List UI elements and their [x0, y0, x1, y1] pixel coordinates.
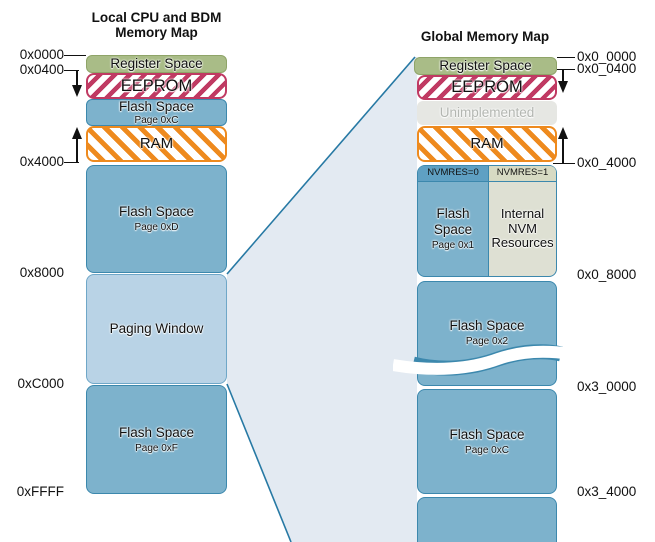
- address-label-0x0400: 0x0400: [19, 62, 64, 77]
- address-label-0x0_4000: 0x0_4000: [577, 155, 637, 170]
- flash-space-0xC-block-global: Flash Space Page 0xC: [417, 389, 557, 494]
- ram-block-local: RAM: [86, 126, 227, 162]
- left-map-title-line2: Memory Map: [115, 25, 198, 40]
- nvmres0-header-label: NVMRES=0: [427, 167, 479, 179]
- address-label-0x3_0000: 0x3_0000: [577, 379, 637, 394]
- tick-line: [557, 57, 575, 58]
- unimplemented-label: Unimplemented: [439, 105, 535, 121]
- left-map-title: Local CPU and BDM Memory Map: [78, 10, 235, 40]
- ram-block-global: RAM: [417, 126, 557, 162]
- address-label-0xFFFF: 0xFFFF: [16, 484, 64, 499]
- flash-space-label: Flash Space: [433, 206, 473, 237]
- address-label-0xC000: 0xC000: [17, 376, 64, 391]
- flash-page-label: Page 0xD: [134, 222, 179, 234]
- address-label-0x4000: 0x4000: [19, 154, 64, 169]
- flash-space-partial-block: [417, 497, 557, 542]
- eeprom-block-global: EEPROM: [417, 75, 557, 100]
- tick-line: [553, 163, 575, 164]
- up-arrow-stem: [76, 139, 78, 162]
- unimplemented-block: Unimplemented: [417, 101, 557, 125]
- down-arrow-stem: [76, 70, 78, 85]
- nvmres0-panel: NVMRES=0 Flash Space Page 0x1: [417, 165, 489, 277]
- flash-page-label: Page 0xF: [135, 442, 178, 454]
- funnel-fill-shape: [227, 57, 417, 542]
- address-label-0x0_8000: 0x0_8000: [577, 267, 637, 282]
- right-map-title-text: Global Memory Map: [420, 29, 550, 44]
- tick-line: [64, 55, 86, 56]
- register-space-label: Register Space: [110, 56, 203, 72]
- flash-space-0xF-block-local: Flash Space Page 0xF: [86, 385, 227, 494]
- flash-space-label: Flash Space: [118, 424, 195, 440]
- flash-space-label: Flash Space: [449, 318, 525, 333]
- ram-label: RAM: [139, 134, 174, 152]
- down-arrow-icon: [558, 81, 568, 93]
- right-map-title: Global Memory Map: [410, 29, 560, 44]
- up-arrow-stem: [562, 139, 564, 163]
- down-arrow-stem: [562, 69, 564, 81]
- flash-space-0xC-block-local: Flash Space Page 0xC: [86, 99, 227, 126]
- tick-line: [64, 162, 79, 163]
- nvmres1-header: NVMRES=1: [489, 166, 556, 182]
- flash-space-label: Flash Space: [118, 98, 195, 114]
- flash-space-label: Flash Space: [118, 204, 195, 220]
- address-label-0x3_4000: 0x3_4000: [577, 484, 637, 499]
- address-label-0x0_0000: 0x0_0000: [577, 49, 637, 64]
- flash-space-0x2-block-global: Flash Space Page 0x2: [417, 281, 557, 386]
- address-label-0x0_0400: 0x0_0400: [577, 61, 637, 76]
- funnel-bottom-line: [226, 383, 292, 542]
- flash-page-label: Page 0x2: [465, 336, 509, 348]
- up-arrow-icon: [72, 127, 82, 139]
- internal-nvm-resources-block: Internal NVM Resources: [489, 182, 556, 276]
- nvmres1-panel: NVMRES=1 Internal NVM Resources: [489, 165, 557, 277]
- left-map-title-line1: Local CPU and BDM: [91, 10, 222, 25]
- nvmres0-header: NVMRES=0: [418, 166, 488, 182]
- paging-window-block: Paging Window: [86, 274, 227, 384]
- flash-page-label: Page 0xC: [134, 114, 179, 126]
- flash-page-label: Page 0x1: [431, 240, 475, 252]
- flash-space-label: Flash Space: [449, 426, 525, 442]
- flash-space-0x1-block: Flash Space Page 0x1: [418, 182, 488, 276]
- register-space-label: Register Space: [439, 58, 532, 74]
- flash-space-0xD-block-local: Flash Space Page 0xD: [86, 165, 227, 273]
- funnel-top-line: [226, 56, 416, 275]
- paging-window-label: Paging Window: [109, 321, 204, 337]
- tick-line: [557, 69, 575, 70]
- nvmres1-header-label: NVMRES=1: [496, 167, 549, 179]
- tick-line: [64, 70, 79, 71]
- register-space-block-local: Register Space: [86, 55, 227, 73]
- eeprom-label: EEPROM: [120, 76, 193, 95]
- address-label-0x0000: 0x0000: [19, 47, 64, 62]
- eeprom-block-local: EEPROM: [86, 73, 227, 99]
- flash-page-label: Page 0xC: [465, 444, 509, 456]
- eeprom-label: EEPROM: [451, 78, 523, 97]
- nvm-split-region: NVMRES=0 Flash Space Page 0x1 NVMRES=1 I…: [417, 165, 557, 277]
- register-space-block-global: Register Space: [414, 57, 557, 75]
- address-label-0x8000: 0x8000: [19, 265, 64, 280]
- ram-label: RAM: [470, 134, 504, 152]
- down-arrow-icon: [72, 85, 82, 97]
- internal-nvm-resources-label: Internal NVM Resources: [491, 205, 554, 251]
- up-arrow-icon: [558, 127, 568, 139]
